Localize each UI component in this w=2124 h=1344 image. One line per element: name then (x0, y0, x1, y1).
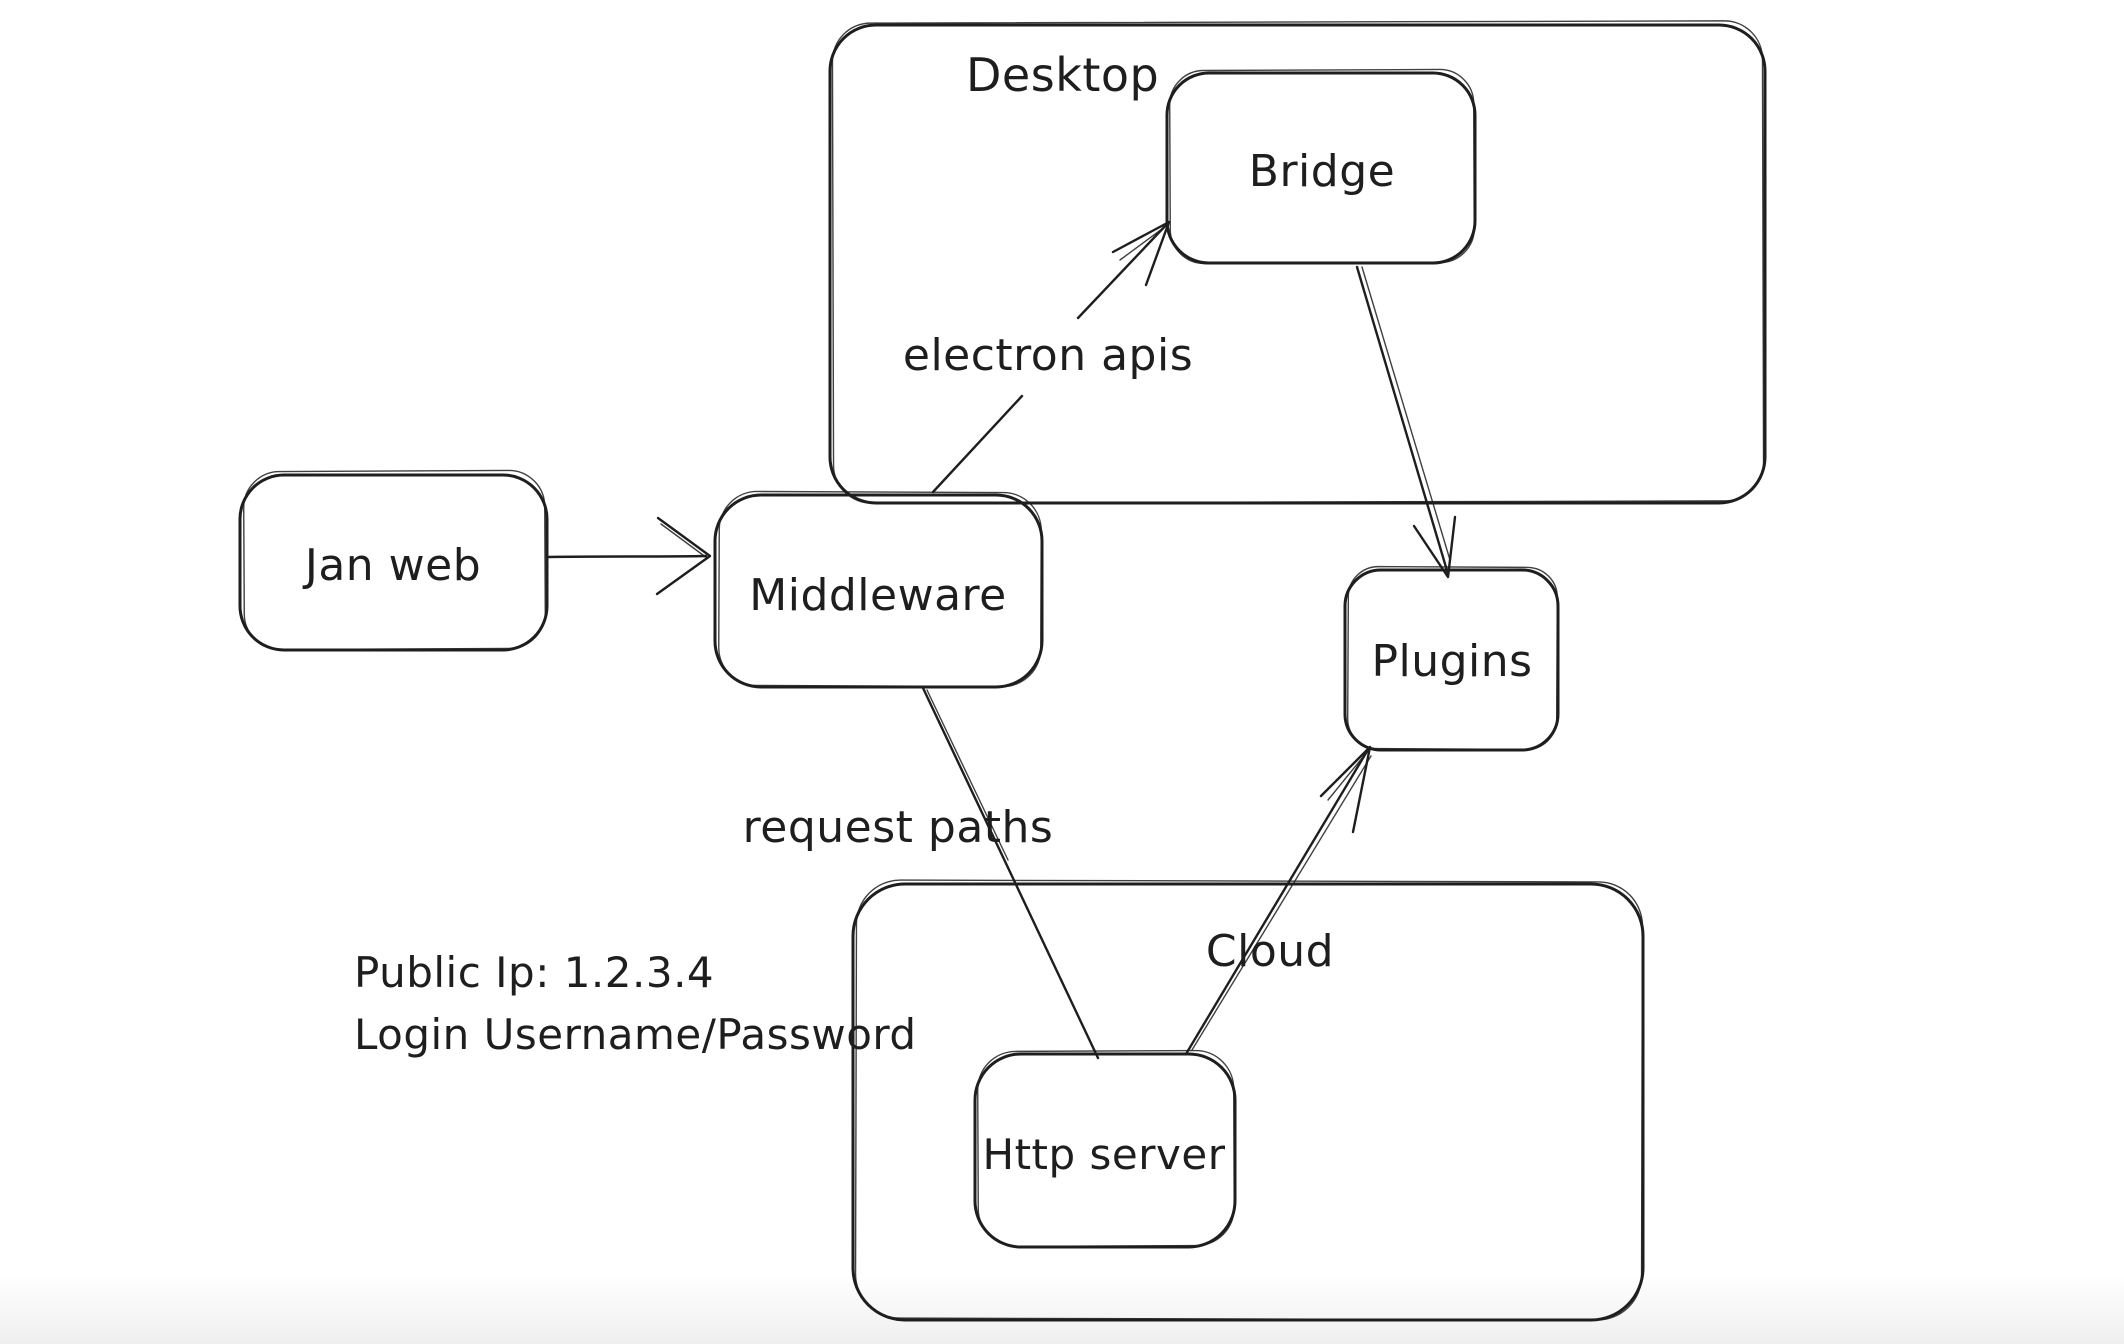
desktop-container-label: Desktop (966, 48, 1160, 102)
http-server-node-box (973, 1049, 1237, 1249)
edge-label-electron-apis: electron apis (902, 329, 1194, 381)
edge-middleware-to-bridge (931, 220, 1171, 494)
edge-httpserver-to-plugins (1184, 745, 1372, 1056)
jan-web-node-label: Jan web (304, 539, 482, 591)
bridge-node-label: Bridge (1248, 145, 1396, 197)
http-server-node-label: Http server (982, 1129, 1226, 1179)
plugins-node-box (1343, 565, 1560, 752)
edge-label-request-paths: request paths (742, 801, 1054, 853)
desktop-container-box (828, 20, 1767, 505)
annotation-public-ip: Public Ip: 1.2.3.4 (354, 948, 715, 997)
edge-bridge-to-plugins (1355, 265, 1457, 579)
edge-middleware-to-httpserver (921, 686, 1100, 1060)
annotation-login-credentials: Login Username/Password (354, 1010, 917, 1059)
jan-web-node-box (238, 469, 549, 652)
edge-janweb-to-middleware (547, 516, 712, 596)
bridge-node-box (1165, 68, 1477, 265)
plugins-node-label: Plugins (1371, 635, 1533, 687)
middleware-node-label: Middleware (749, 569, 1007, 621)
middleware-node-box (713, 490, 1044, 689)
cloud-container-label: Cloud (1205, 925, 1335, 977)
cloud-container-box (851, 879, 1645, 1322)
